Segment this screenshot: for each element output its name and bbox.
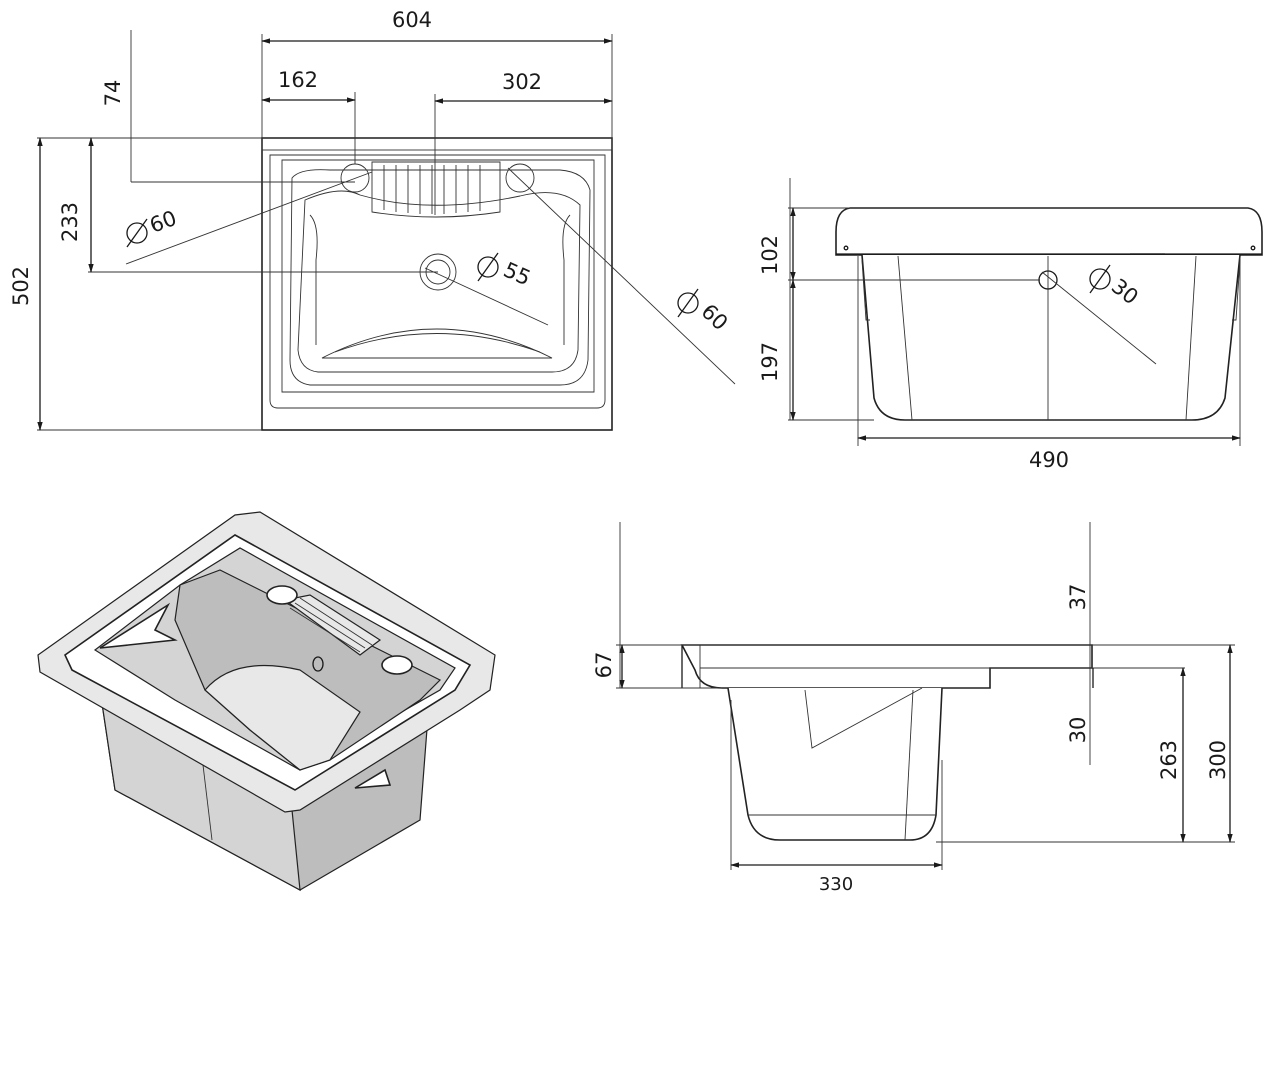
dim-hole-offset: 233 bbox=[58, 202, 82, 242]
washboard-ribs bbox=[371, 161, 501, 218]
diameter-icon bbox=[477, 252, 499, 282]
side-rim bbox=[680, 644, 1093, 689]
isometric-view bbox=[37, 511, 496, 892]
dim-depth: 502 bbox=[9, 266, 33, 306]
dim-overflow-drop: 30 bbox=[1066, 717, 1090, 744]
side-basin bbox=[727, 687, 943, 841]
dim-total-height: 300 bbox=[1206, 740, 1230, 780]
dim-top-width: 604 bbox=[392, 8, 432, 32]
dim-top-offset: 74 bbox=[101, 80, 125, 107]
diameter-icon bbox=[677, 288, 699, 318]
dim-inner-height: 263 bbox=[1157, 740, 1181, 780]
front-rim bbox=[835, 207, 1263, 256]
front-basin bbox=[861, 254, 1241, 421]
dim-right-offset: 302 bbox=[502, 70, 542, 94]
side-view: 37 67 30 263 300 330 bbox=[592, 522, 1235, 895]
dim-hole-left: 60 bbox=[147, 206, 180, 238]
iso-washboard bbox=[283, 594, 382, 656]
dim-bottom-width: 490 bbox=[1029, 448, 1069, 472]
front-view: 102 197 30 490 bbox=[758, 178, 1263, 472]
iso-right-tap-hole bbox=[381, 655, 413, 675]
dim-bottom-depth: 330 bbox=[819, 874, 853, 895]
dim-rim: 67 bbox=[592, 652, 616, 679]
top-basin bbox=[289, 169, 591, 386]
dim-hole-right: 60 bbox=[697, 299, 733, 335]
iso-left-tap-hole bbox=[266, 585, 298, 605]
iso-overflow-hole bbox=[312, 656, 324, 672]
diameter-icon bbox=[1089, 264, 1111, 294]
dim-left-offset: 162 bbox=[278, 68, 318, 92]
dim-body-height: 197 bbox=[758, 342, 782, 382]
dim-top-gap: 37 bbox=[1066, 584, 1090, 611]
right-tap-hole bbox=[505, 163, 535, 193]
top-view: 604 162 302 74 502 233 60 bbox=[9, 8, 736, 431]
dim-rim-height: 102 bbox=[758, 235, 782, 275]
diameter-icon bbox=[126, 218, 148, 248]
